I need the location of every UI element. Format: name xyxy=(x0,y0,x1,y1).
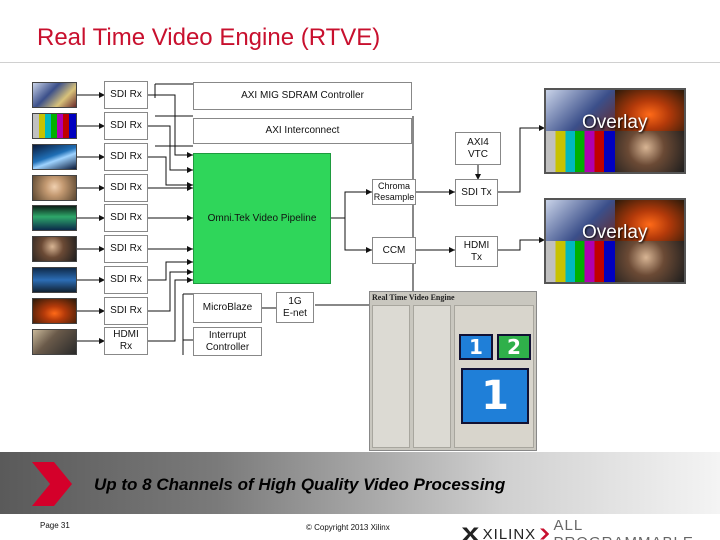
hdmi-rx-port: HDMI Rx xyxy=(104,327,148,355)
overlay-output-preview: Overlay xyxy=(544,198,686,284)
sdi-rx-port: SDI Rx xyxy=(104,266,148,294)
omnitek-video-pipeline: Omni.Tek Video Pipeline xyxy=(193,153,331,284)
overlay-label: Overlay xyxy=(582,222,647,244)
rtve-control-gui: Real Time Video Engine 1 2 1 xyxy=(369,291,537,451)
sdi-rx-port: SDI Rx xyxy=(104,143,148,171)
ethernet-block: 1G E-net xyxy=(276,292,314,323)
copyright-notice: © Copyright 2013 Xilinx xyxy=(306,523,390,532)
xilinx-brand: XILINX ALL PROGRAMMABLE. xyxy=(462,517,720,540)
gui-title: Real Time Video Engine xyxy=(372,293,455,302)
video-source-thumbnail xyxy=(32,175,77,201)
sdi-rx-port: SDI Rx xyxy=(104,112,148,140)
sdi-rx-port: SDI Rx xyxy=(104,204,148,232)
gui-settings-column xyxy=(413,305,451,448)
video-source-thumbnail xyxy=(32,205,77,231)
axi4-vtc-block: AXI4 VTC xyxy=(455,132,501,165)
hdmi-tx-port: HDMI Tx xyxy=(455,236,498,267)
video-source-thumbnail xyxy=(32,82,77,108)
video-source-thumbnail xyxy=(32,144,77,170)
video-source-thumbnail xyxy=(32,236,77,262)
chevron-right-icon xyxy=(32,462,72,506)
sdi-rx-port: SDI Rx xyxy=(104,297,148,325)
axi-mig-sdram-controller: AXI MIG SDRAM Controller xyxy=(193,82,412,110)
interrupt-controller-block: Interrupt Controller xyxy=(193,327,262,356)
xilinx-logo-icon xyxy=(462,527,479,540)
footer-caption: Up to 8 Channels of High Quality Video P… xyxy=(94,475,505,495)
overlay-output-preview: Overlay xyxy=(544,88,686,174)
channel-tile: 1 xyxy=(459,334,493,360)
gui-settings-column xyxy=(372,305,410,448)
sdi-rx-port: SDI Rx xyxy=(104,235,148,263)
video-source-thumbnail xyxy=(32,298,77,324)
channel-tile-large: 1 xyxy=(461,368,529,424)
overlay-label: Overlay xyxy=(582,112,647,134)
ccm-block: CCM xyxy=(372,237,416,264)
chevron-right-icon xyxy=(540,528,549,540)
gui-preview-area: 1 2 1 xyxy=(454,305,534,448)
sdi-rx-port: SDI Rx xyxy=(104,174,148,202)
brand-name: XILINX xyxy=(483,526,537,540)
axi-interconnect: AXI Interconnect xyxy=(193,118,412,144)
video-source-thumbnail xyxy=(32,113,77,139)
chroma-resample-block: Chroma Resample xyxy=(372,179,416,205)
page-number: Page 31 xyxy=(40,521,70,530)
microblaze-block: MicroBlaze xyxy=(193,293,262,323)
brand-tagline: ALL PROGRAMMABLE. xyxy=(553,517,720,540)
channel-tile: 2 xyxy=(497,334,531,360)
video-source-thumbnail xyxy=(32,267,77,293)
sdi-tx-port: SDI Tx xyxy=(455,179,498,206)
video-source-thumbnail xyxy=(32,329,77,355)
sdi-rx-port: SDI Rx xyxy=(104,81,148,109)
